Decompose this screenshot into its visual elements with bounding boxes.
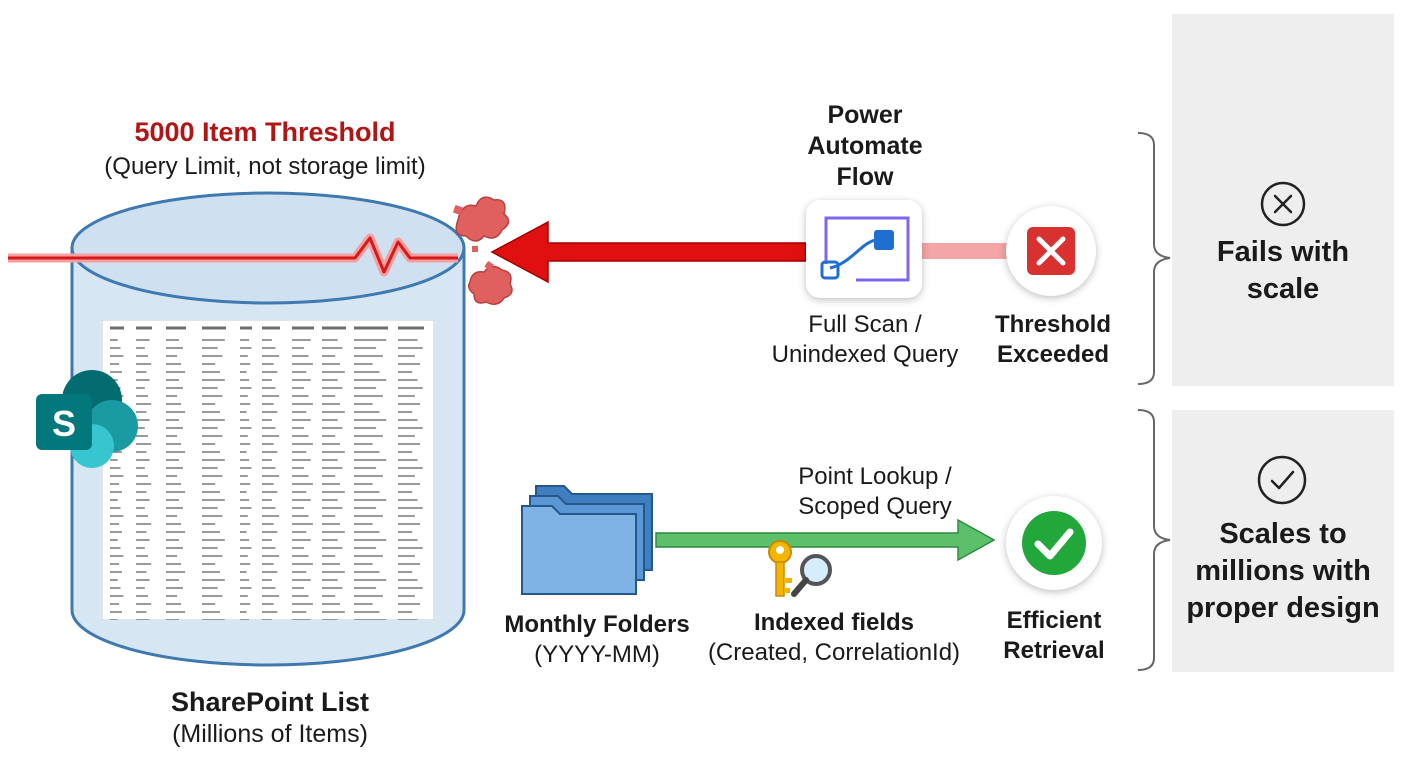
scan-line: Full Scan / (808, 311, 922, 338)
fail-line: Fails with (1216, 236, 1350, 268)
key-search-icon (768, 540, 832, 597)
folders-line: Monthly Folders (504, 611, 690, 638)
success-badge (1006, 496, 1102, 590)
threshold-title: 5000 Item Threshold (134, 117, 396, 147)
bracket-bottom (1137, 409, 1171, 671)
check-circle-icon (1257, 455, 1307, 505)
lookup-line: Scoped Query (798, 493, 952, 520)
impact-burst-icon (452, 196, 513, 305)
efficient-line: Efficient (1006, 607, 1102, 634)
list-title: SharePoint List (170, 687, 370, 717)
power-automate-tile (806, 200, 922, 298)
error-badge (1006, 206, 1096, 296)
flow-title-line: Power (827, 101, 903, 129)
scale-line: proper design (1186, 592, 1380, 624)
bracket-top (1137, 132, 1171, 385)
power-automate-title: Power Automate Flow (780, 100, 950, 193)
full-scan-label: Full Scan / Unindexed Query (750, 310, 980, 370)
monthly-folders-label: Monthly Folders (YYYY-MM) (486, 610, 708, 670)
folders-line: (YYYY-MM) (534, 641, 660, 668)
flow-title-line: Automate (807, 132, 923, 160)
efficient-line: Retrieval (1003, 637, 1105, 664)
x-circle-icon (1260, 181, 1306, 227)
success-check-icon (1022, 511, 1086, 575)
efficient-retrieval-label: Efficient Retrieval (984, 606, 1124, 666)
sharepoint-logo-letter: S (52, 403, 76, 444)
sharepoint-logo-icon: S (36, 370, 138, 468)
flow-error-connector (920, 243, 1012, 259)
fail-line: scale (1246, 273, 1320, 305)
threshold-exceeded-label: Threshold Exceeded (978, 310, 1128, 370)
point-lookup-label: Point Lookup / Scoped Query (760, 462, 990, 522)
scan-line: Unindexed Query (771, 341, 959, 368)
indexed-line: (Created, CorrelationId) (707, 639, 961, 666)
scale-line: millions with (1195, 555, 1371, 587)
threshold-line (8, 233, 458, 277)
lookup-arrow-green (655, 518, 996, 562)
list-subtitle: (Millions of Items) (172, 720, 368, 748)
power-automate-icon (820, 216, 910, 282)
exceeded-line: Exceeded (996, 341, 1110, 368)
sharepoint-list-label: SharePoint List (Millions of Items) (60, 686, 480, 750)
indexed-line: Indexed fields (753, 609, 915, 636)
lookup-line: Point Lookup / (798, 463, 952, 490)
panel-scales-to-millions: Scales to millions with proper design (1172, 410, 1394, 672)
flow-title-line: Flow (836, 163, 894, 191)
monthly-folders-icon (521, 485, 653, 595)
exceeded-line: Threshold (994, 311, 1111, 338)
indexed-fields-label: Indexed fields (Created, CorrelationId) (694, 608, 974, 668)
query-arrow-red (490, 220, 807, 284)
list-table-preview (102, 320, 434, 620)
error-x-icon (1027, 227, 1075, 275)
scale-line: Scales to (1219, 518, 1347, 550)
panel-fails-with-scale: Fails with scale (1172, 14, 1394, 386)
threshold-subtitle: (Query Limit, not storage limit) (104, 153, 426, 180)
